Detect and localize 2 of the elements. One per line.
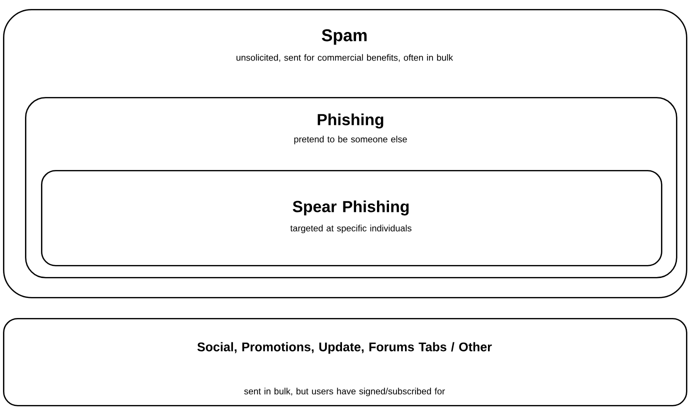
category-box: Social, Promotions, Update, Forums Tabs / Other sent in bulk, but users have signed/subscribed for <box>3 318 688 406</box>
category-box: Spear Phishing targeted at specific individuals <box>41 170 662 266</box>
